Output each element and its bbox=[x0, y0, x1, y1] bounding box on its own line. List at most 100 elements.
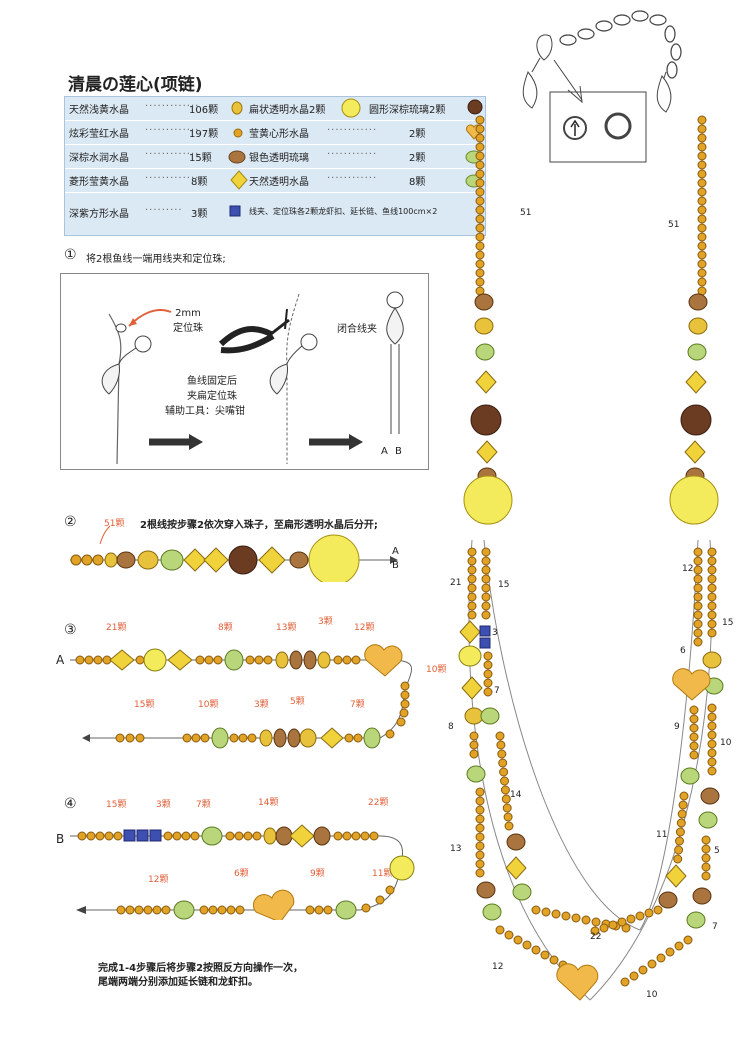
page-title: 清晨の莲心(项链) bbox=[68, 75, 203, 95]
orange-bead bbox=[522, 940, 532, 950]
orange-bead bbox=[571, 913, 581, 923]
orange-bead bbox=[707, 619, 717, 629]
orange-bead bbox=[697, 277, 707, 287]
orange-bead bbox=[697, 250, 707, 260]
orange-bead bbox=[540, 950, 550, 960]
orange-bead bbox=[551, 909, 561, 919]
material-name: 莹黄心形水晶 bbox=[249, 129, 309, 140]
step1-number: ① bbox=[64, 247, 77, 263]
orange-bead bbox=[501, 794, 511, 804]
orange-bead bbox=[467, 583, 477, 593]
clear-crystal-bead bbox=[458, 645, 482, 667]
necklace-label: 7 bbox=[494, 686, 500, 696]
orange-bead bbox=[599, 923, 609, 933]
orange-bead bbox=[481, 601, 491, 611]
dark-brown-bead bbox=[680, 404, 712, 436]
material-qty: 2颗 bbox=[409, 153, 426, 164]
orange-bead bbox=[697, 259, 707, 269]
necklace-label: 6 bbox=[680, 646, 686, 656]
green-bead bbox=[480, 707, 500, 725]
necklace-illustration bbox=[458, 10, 724, 1001]
necklace-label: 51 bbox=[668, 220, 680, 230]
orange-bead bbox=[693, 547, 703, 557]
step4-count: 6颗 bbox=[234, 869, 249, 879]
orange-bead bbox=[581, 915, 591, 925]
material-name: 深棕水润水晶 bbox=[69, 153, 129, 164]
orange-bead bbox=[656, 953, 666, 963]
orange-bead bbox=[697, 214, 707, 224]
step3-strand bbox=[70, 644, 412, 749]
orange-bead bbox=[475, 241, 485, 251]
step3-count: 13颗 bbox=[276, 623, 297, 633]
step4-strand bbox=[70, 824, 415, 920]
green-bead bbox=[687, 343, 707, 361]
orange-bead bbox=[707, 721, 717, 731]
orange-bead bbox=[674, 941, 684, 951]
necklace-label: 14 bbox=[510, 790, 522, 800]
step4-count: 11颗 bbox=[372, 869, 393, 879]
orange-bead bbox=[689, 705, 699, 715]
orange-bead bbox=[697, 187, 707, 197]
necklace-label: 21 bbox=[450, 578, 462, 588]
orange-bead bbox=[693, 610, 703, 620]
materials-row: 深紫方形水晶 ········· 3颗 线夹、定位珠各2颗龙虾扣、延长链、鱼线1… bbox=[69, 205, 438, 220]
orange-bead bbox=[707, 556, 717, 566]
green-bead bbox=[512, 883, 532, 901]
orange-bead bbox=[549, 955, 559, 965]
necklace-label: 7 bbox=[712, 922, 718, 932]
necklace-label: 5 bbox=[714, 846, 720, 856]
orange-bead bbox=[675, 827, 685, 837]
step2-number: ② bbox=[64, 514, 77, 530]
orange-bead bbox=[707, 703, 717, 713]
materials-row: 天然浅黄水晶 ············· 106颗 扁状透明水晶2颗 圆形深棕琉… bbox=[65, 97, 485, 121]
rhombus-bead bbox=[665, 864, 687, 888]
orange-bead bbox=[475, 796, 485, 806]
orange-bead bbox=[497, 749, 507, 759]
heart-bead bbox=[556, 963, 599, 1001]
purple-square-bead bbox=[479, 625, 491, 637]
material-qty: 8颗 bbox=[191, 177, 208, 188]
orange-bead bbox=[675, 836, 684, 846]
yellow-rhombus-icon bbox=[230, 170, 248, 193]
orange-bead bbox=[475, 133, 485, 143]
necklace-label: 9 bbox=[674, 722, 680, 732]
step3-count: 12颗 bbox=[354, 623, 375, 633]
necklace-label: 15 bbox=[722, 618, 734, 628]
step3-number: ③ bbox=[64, 622, 77, 638]
orange-bead bbox=[499, 767, 509, 777]
orange-bead bbox=[475, 259, 485, 269]
orange-bead bbox=[475, 859, 485, 869]
yellow-bead bbox=[688, 317, 708, 335]
orange-bead bbox=[689, 732, 699, 742]
dark-brown-bead bbox=[470, 404, 502, 436]
green-bead bbox=[680, 767, 700, 785]
orange-bead bbox=[697, 178, 707, 188]
thread bbox=[483, 539, 641, 931]
fix-label: 鱼线固定后 夹扁定位珠 bbox=[187, 376, 237, 402]
orange-bead bbox=[475, 115, 485, 125]
orange-bead bbox=[495, 731, 505, 741]
necklace-label: 22 bbox=[590, 932, 602, 942]
brown-bead bbox=[700, 787, 720, 805]
green-bead bbox=[686, 911, 706, 929]
line-b-label: B bbox=[395, 446, 402, 457]
necklace-label: 8 bbox=[448, 722, 454, 732]
line-a-label: A bbox=[381, 446, 388, 457]
orange-bead bbox=[475, 823, 485, 833]
rhombus-bead bbox=[685, 370, 707, 394]
orange-bead bbox=[697, 169, 707, 179]
materials-table: 天然浅黄水晶 ············· 106颗 扁状透明水晶2颗 圆形深棕琉… bbox=[64, 96, 486, 236]
orange-bead bbox=[693, 637, 703, 647]
orange-bead bbox=[701, 862, 711, 872]
orange-bead bbox=[475, 178, 485, 188]
materials-row: 炫彩莹红水晶 ············· 197颗 莹黄心形水晶 ·······… bbox=[65, 121, 485, 145]
orange-bead bbox=[561, 911, 571, 921]
orange-bead bbox=[498, 758, 508, 768]
rhombus-bead bbox=[475, 370, 497, 394]
orange-bead bbox=[504, 930, 514, 940]
orange-bead bbox=[513, 935, 523, 945]
orange-bead bbox=[481, 565, 491, 575]
green-bead bbox=[475, 343, 495, 361]
orange-bead bbox=[608, 920, 618, 930]
orange-bead bbox=[475, 124, 485, 134]
